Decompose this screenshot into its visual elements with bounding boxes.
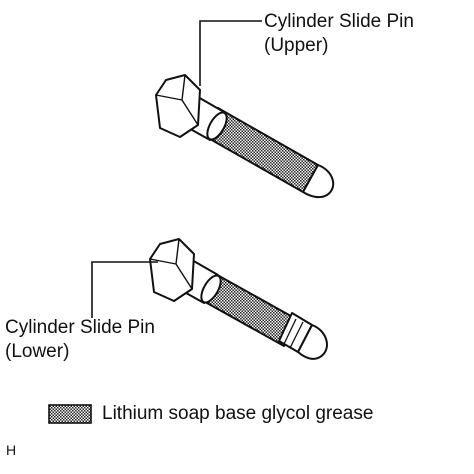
lower-pin-hex-head — [149, 238, 195, 302]
lower-leader-line — [91, 261, 158, 318]
legend: Lithium soap base glycol grease — [48, 400, 373, 428]
lower-pin-callout: Cylinder Slide Pin (Lower) — [5, 316, 155, 364]
upper-pin-callout-line2: (Upper) — [264, 35, 329, 56]
upper-pin-callout: Cylinder Slide Pin (Upper) — [264, 10, 414, 58]
lower-pin-callout-line1: Cylinder Slide Pin — [5, 317, 155, 338]
upper-pin-callout-line1: Cylinder Slide Pin — [264, 11, 414, 32]
lower-pin-callout-line2: (Lower) — [5, 341, 70, 362]
legend-label: Lithium soap base glycol grease — [102, 403, 374, 424]
upper-leader-line — [199, 20, 262, 86]
grease-legend-swatch — [48, 404, 92, 424]
lower-pin-tip — [297, 324, 328, 360]
upper-pin-tip — [302, 164, 335, 199]
upper-slide-pin — [155, 74, 335, 199]
figure-code: H — [6, 442, 17, 458]
upper-pin-hex-head — [155, 74, 201, 138]
lower-slide-pin — [149, 238, 328, 360]
